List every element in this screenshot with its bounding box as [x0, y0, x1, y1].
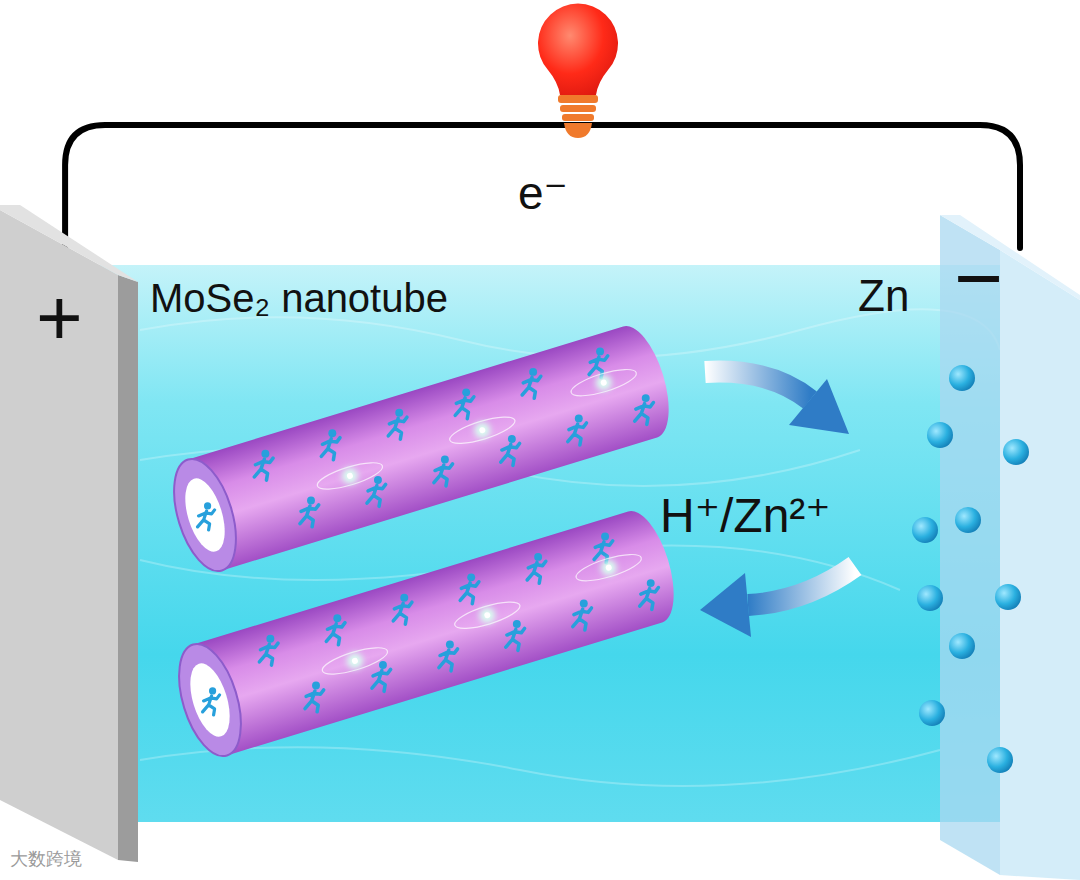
zinc-ion [927, 422, 953, 448]
ion-runner [388, 409, 407, 439]
sparkle [315, 457, 385, 494]
electron-label: e⁻ [518, 170, 568, 216]
ion-label: H⁺/Zn²⁺ [660, 492, 831, 540]
ion-runner [439, 641, 458, 671]
zinc-ion [995, 584, 1021, 610]
ion-runner [367, 476, 386, 506]
watermark: 大数跨境 [10, 850, 82, 868]
ion-runner [372, 661, 391, 691]
ion-runner [501, 435, 520, 465]
ion-runner [300, 496, 319, 526]
positive-electrode: + [0, 200, 140, 865]
ion-runner [640, 579, 659, 609]
ion-runner [434, 456, 453, 486]
ion-runner [527, 553, 546, 583]
electrolyte-waves [140, 309, 1000, 786]
sparkle [452, 597, 522, 634]
sparkle [447, 412, 517, 449]
zinc-ion [1003, 439, 1029, 465]
zinc-electrode: Zn − [850, 210, 1080, 880]
sparkle [569, 364, 639, 401]
ion-runner [506, 620, 525, 650]
zinc-ion [955, 507, 981, 533]
sparkle [574, 549, 644, 586]
ion-runner [321, 429, 340, 459]
ion-runner [203, 687, 220, 715]
zinc-ion [919, 700, 945, 726]
zinc-ion [949, 633, 975, 659]
zinc-ion [917, 585, 943, 611]
nanotube [167, 504, 685, 763]
ion-runner [259, 635, 278, 665]
zinc-ion [949, 365, 975, 391]
electrode-label: Zn [858, 274, 909, 318]
sparkle [320, 642, 390, 679]
ion-runner [198, 502, 215, 530]
ion-runner [455, 388, 474, 418]
ion-runner [254, 450, 273, 480]
circuit-wire [65, 125, 1020, 248]
electrolyte [100, 265, 1000, 822]
ion-runner [305, 681, 324, 711]
zinc-ion [987, 747, 1013, 773]
ion-runner [522, 368, 541, 398]
ion-runner [635, 394, 654, 424]
ion-runner [460, 573, 479, 603]
ion-runner [568, 415, 587, 445]
ion-runner [393, 594, 412, 624]
ion-runner [326, 614, 345, 644]
polarity-sign: − [954, 236, 1003, 320]
material-label: MoSe₂ nanotube [150, 278, 448, 318]
ion-runner [573, 600, 592, 630]
zinc-ion [912, 517, 938, 543]
polarity-sign: + [36, 278, 83, 358]
